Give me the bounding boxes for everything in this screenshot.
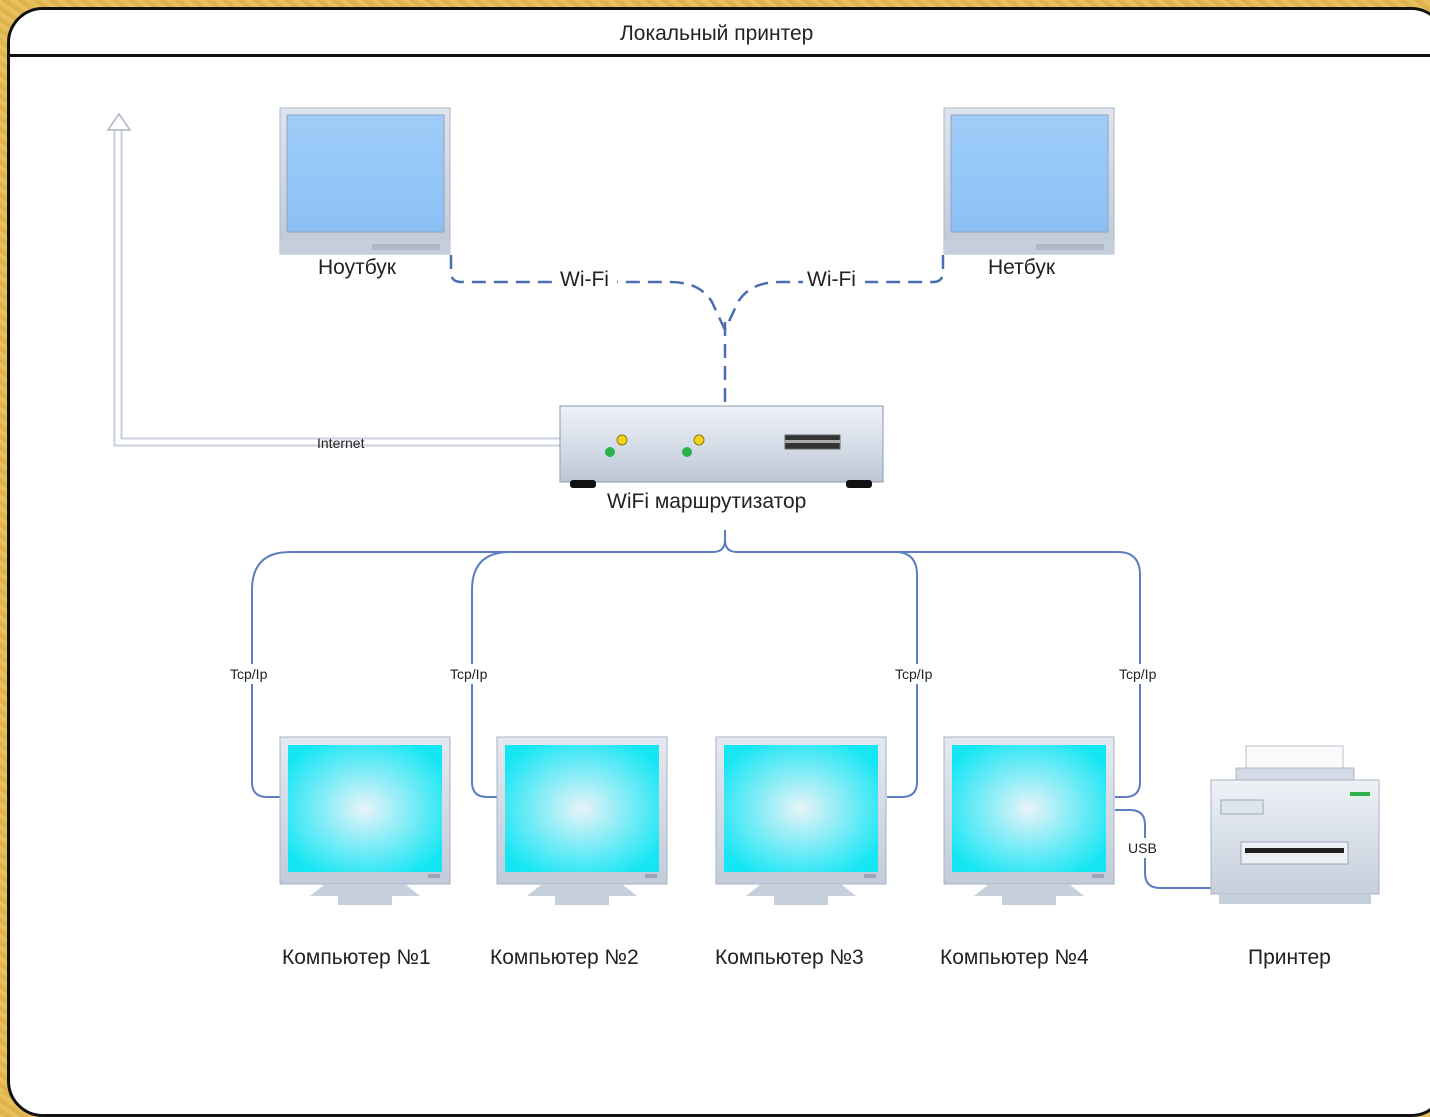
page-title: Локальный принтер [620,22,814,45]
wifi-label-right: Wi-Fi [807,268,856,291]
wifi-link-netbook [723,255,945,331]
monitor-icon-pc1 [279,736,451,905]
monitor-icon-pc2 [496,736,668,905]
monitor-icon-pc3 [715,736,887,905]
tcp-link-pc3 [724,539,918,798]
printer-label: Принтер [1248,946,1331,969]
router-icon [559,405,884,488]
led-yellow-icon [693,434,705,446]
usb-label: USB [1128,840,1157,856]
led-green-icon [682,447,692,457]
printer-icon [1210,745,1380,904]
led-green-icon [605,447,615,457]
netbook-icon [943,107,1115,255]
tcp-link-pc1 [251,530,726,798]
pc2-label: Компьютер №2 [490,946,639,969]
tcp-label-1: Tcp/Ip [230,666,268,682]
tcp-label-2: Tcp/Ip [450,666,488,682]
wifi-label-left: Wi-Fi [560,268,609,291]
network-diagram [106,107,1380,905]
title-bar: Локальный принтер [10,10,1430,57]
arrow-up-icon [106,112,132,131]
netbook-label: Нетбук [988,256,1056,279]
laptop-icon [279,107,451,255]
pc1-label: Компьютер №1 [282,946,431,969]
tcp-link-pc2 [471,551,710,798]
tcp-label-4: Tcp/Ip [1119,666,1157,682]
pc3-label: Компьютер №3 [715,946,864,969]
diagram-frame: Локальный принтер [7,7,1430,1117]
led-yellow-icon [616,434,628,446]
pc4-label: Компьютер №4 [940,946,1089,969]
laptop-label: Ноутбук [318,256,396,279]
router-label: WiFi маршрутизатор [607,490,807,513]
monitor-icon-pc4 [943,736,1115,905]
internet-label: Internet [317,435,365,451]
tcp-label-3: Tcp/Ip [895,666,933,682]
